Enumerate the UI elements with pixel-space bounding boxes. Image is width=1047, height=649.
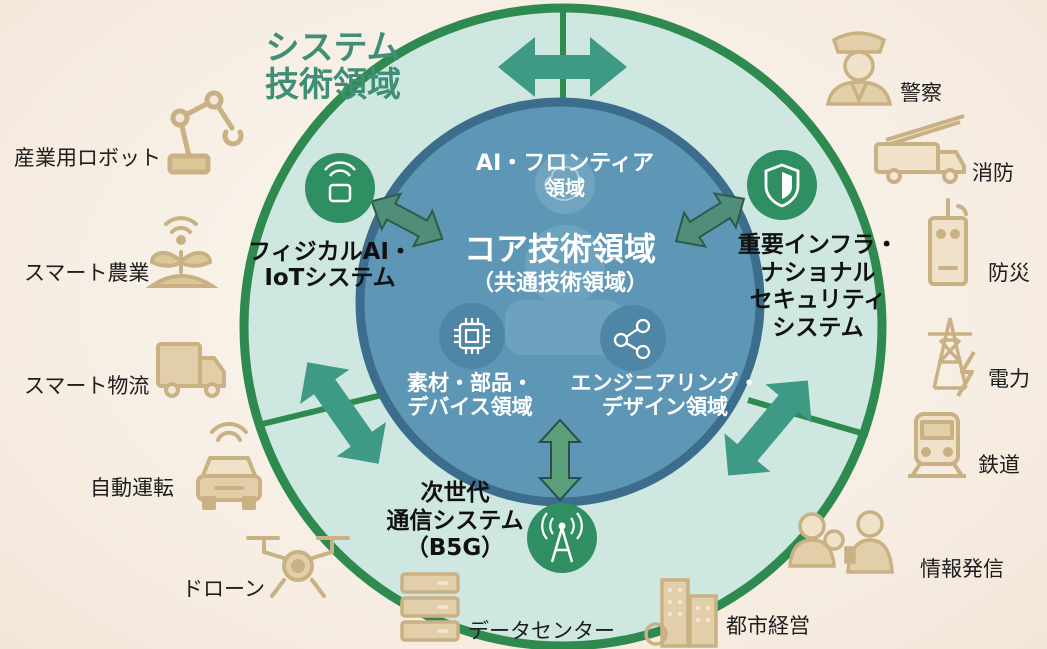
robot-arm-icon xyxy=(167,90,244,175)
system-domain-line2: 技術領域 xyxy=(265,64,401,105)
app-label-drone: ドローン xyxy=(182,577,265,601)
app-label-railway: 鉄道 xyxy=(978,453,1020,477)
infra-label: 重要インフラ・ ナショナル セキュリティ システム xyxy=(728,232,908,342)
train-icon xyxy=(908,412,966,478)
physical-ai-line1: フィジカルAI・ xyxy=(248,239,412,265)
engineering-domain-label: エンジニアリング・ デザイン領域 xyxy=(565,371,765,419)
arrow-core-nextgen xyxy=(537,418,583,502)
app-label-information: 情報発信 xyxy=(920,557,1004,581)
power-tower-icon xyxy=(928,317,976,398)
radio-icon xyxy=(928,198,968,286)
infra-line4: システム xyxy=(772,314,864,341)
app-label-data-center: データセンター xyxy=(468,619,615,643)
app-label-autonomous-driving: 自動運転 xyxy=(90,476,174,500)
app-label-smart-logistics: スマート物流 xyxy=(24,374,150,398)
nextgen-line2: 通信システム xyxy=(386,507,524,534)
materials-line2: デバイス領域 xyxy=(407,394,533,419)
core-motif xyxy=(505,225,625,355)
app-label-smart-agriculture: スマート農業 xyxy=(24,261,150,285)
ai-frontier-line2: 領域 xyxy=(545,175,585,200)
system-domain-title: システム 技術領域 xyxy=(265,30,401,103)
people-icon xyxy=(788,510,894,574)
app-label-disaster-prevention: 防災 xyxy=(988,261,1030,285)
buildings-icon xyxy=(644,578,718,648)
ai-frontier-label: AI・フロンティア 領域 xyxy=(470,151,660,200)
arrow-lower-left xyxy=(300,362,386,464)
infra-line2: ナショナル xyxy=(760,259,876,286)
app-label-power: 電力 xyxy=(988,367,1030,391)
server-icon xyxy=(400,572,460,642)
sprout-wifi-icon xyxy=(145,216,219,288)
fire-truck-icon xyxy=(874,114,966,184)
system-domain-line1: システム xyxy=(265,28,401,68)
engineering-line1: エンジニアリング・ xyxy=(570,371,760,395)
engineering-line2: デザイン領域 xyxy=(602,394,728,419)
badge-physical-ai-icon xyxy=(305,153,375,223)
car-icon xyxy=(196,421,262,510)
arrow-physical-core xyxy=(370,192,444,248)
core-subtitle: （共通技術領域） xyxy=(471,270,648,296)
physical-ai-label: フィジカルAI・ IoTシステム xyxy=(240,239,420,292)
arrow-infra-core xyxy=(674,192,746,248)
app-label-police: 警察 xyxy=(900,81,942,105)
core-title: コア技術領域 xyxy=(463,230,656,268)
core-domain-label: コア技術領域 （共通技術領域） xyxy=(440,230,680,296)
materials-domain-label: 素材・部品・ デバイス領域 xyxy=(390,371,550,419)
brain-icon xyxy=(535,154,595,214)
ai-frontier-line1: AI・フロンティア xyxy=(476,151,654,176)
physical-ai-line2: IoTシステム xyxy=(264,264,396,291)
nextgen-line3: （B5G） xyxy=(405,535,505,562)
arrow-lower-right xyxy=(724,380,812,476)
badge-antenna-icon xyxy=(527,503,597,573)
chip-icon xyxy=(439,303,505,369)
app-label-fire: 消防 xyxy=(972,161,1014,185)
infra-line1: 重要インフラ・ xyxy=(737,232,899,258)
truck-icon xyxy=(156,342,226,398)
nextgen-line1: 次世代 xyxy=(420,480,490,506)
infra-line3: セキュリティ xyxy=(749,287,887,314)
nextgen-label: 次世代 通信システム （B5G） xyxy=(380,480,530,563)
share-nodes-icon xyxy=(600,305,666,371)
app-label-city-management: 都市経営 xyxy=(726,614,810,638)
drone-icon xyxy=(246,536,350,598)
police-officer-icon xyxy=(825,31,893,106)
arrow-top xyxy=(498,37,627,97)
badge-shield-icon xyxy=(747,150,817,220)
materials-line1: 素材・部品・ xyxy=(407,371,533,395)
app-label-industrial-robot: 産業用ロボット xyxy=(14,146,161,170)
